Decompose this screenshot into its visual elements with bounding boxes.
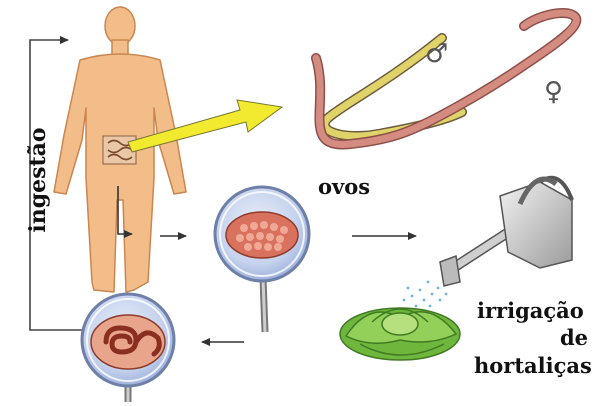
- watering-can-icon: [440, 178, 572, 286]
- ingestion-label: ingestão: [27, 127, 49, 232]
- irrigation-label-line3: hortaliças: [474, 355, 592, 376]
- lettuce-icon: [340, 308, 460, 360]
- larva-magnifier: [82, 294, 174, 402]
- eggs-label: ovos: [318, 176, 370, 197]
- irrigation-label-line1: irrigação: [477, 300, 584, 321]
- egg-magnifier: [215, 187, 309, 332]
- female-worm: [316, 13, 576, 145]
- male-symbol: ♂: [425, 39, 448, 69]
- irrigation-label-line2: de: [560, 327, 588, 348]
- female-symbol: ♀: [544, 77, 563, 107]
- water-droplets: [403, 281, 448, 308]
